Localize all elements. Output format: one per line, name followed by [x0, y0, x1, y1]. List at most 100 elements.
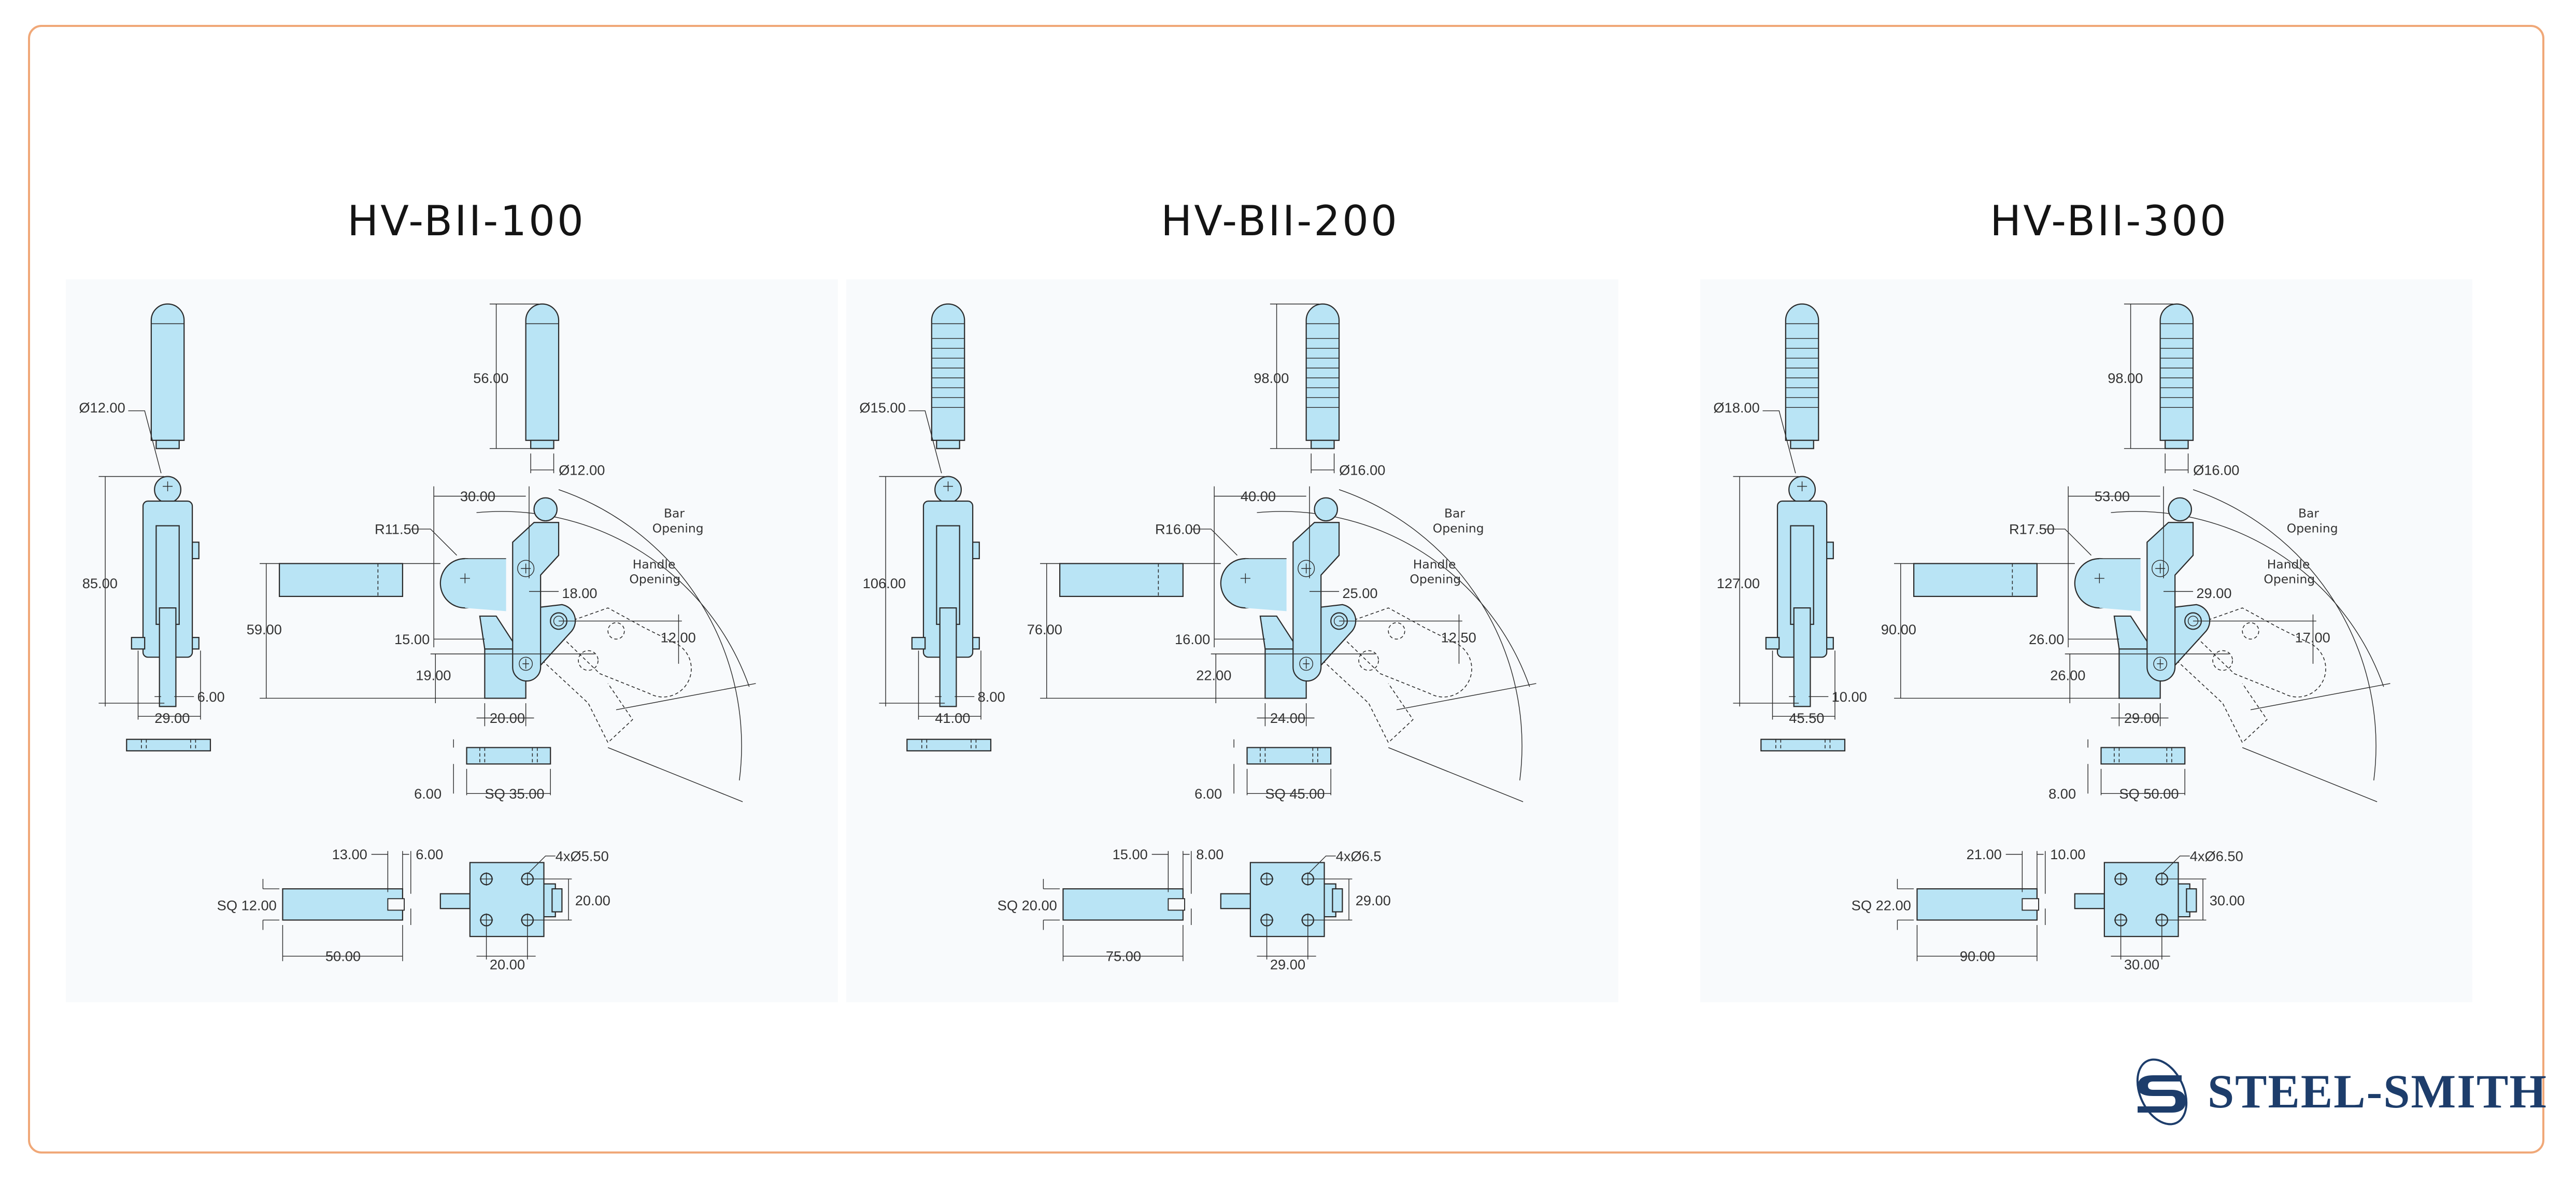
bar-slot-width-label: 8.00: [1196, 846, 1223, 862]
handle-front-view: [1785, 303, 1819, 449]
bar-size-label: SQ 12.00: [217, 897, 277, 913]
hole-spacing-vertical-label: 29.00: [1356, 892, 1391, 908]
hole-spacing-vertical-label: 30.00: [2210, 892, 2245, 908]
base-width-label: 20.00: [490, 710, 525, 726]
base-plate-top-view: [439, 856, 572, 960]
overall-height-label: 90.00: [1881, 621, 1916, 637]
lower-offset-label: 15.00: [394, 631, 430, 647]
bar-slot-depth-label: 13.00: [332, 846, 367, 862]
bar-length-label: 75.00: [1106, 948, 1141, 964]
handle-length-label: 56.00: [473, 370, 508, 386]
overall-height-label: 59.00: [247, 621, 282, 637]
technical-drawing: Ø15.00 106.00 8.00 41.00 98.00 Ø16.00: [846, 279, 1618, 1002]
handle-diameter-label: Ø16.00: [1339, 462, 1385, 478]
logo-emblem-icon: [2136, 1058, 2188, 1126]
bar-size-label: SQ 20.00: [998, 897, 1057, 913]
stem-width-label: 8.00: [978, 689, 1005, 705]
bolt-offset-label: 17.00: [2295, 630, 2330, 646]
arm-offset-label: 29.00: [2196, 585, 2231, 601]
drawing-panel-hv-bii-300: Ø18.00 127.00 10.00 45.50 98.00 Ø16.00: [1700, 279, 2472, 1002]
base-height-label: 22.00: [1196, 667, 1231, 684]
model-title-3: HV-BII-300: [1990, 197, 2228, 245]
mounting-holes: [479, 872, 534, 927]
plate-size-label: SQ 50.00: [2119, 786, 2179, 802]
pivot-offset-label: 53.00: [2095, 488, 2130, 504]
base-height-label: 19.00: [416, 667, 451, 684]
clamp-side-view: [98, 410, 211, 752]
side-width-label: 29.00: [154, 710, 190, 726]
technical-drawing: Ø18.00 127.00 10.00 45.50 98.00 Ø16.00: [1700, 279, 2472, 1002]
bar-detail: [262, 851, 411, 961]
height-label: 85.00: [82, 575, 118, 591]
pivot-offset-label: 30.00: [460, 488, 495, 504]
model-title-1: HV-BII-100: [347, 197, 586, 245]
handle-side-view: [2124, 303, 2194, 474]
handle-length-label: 98.00: [2108, 370, 2143, 386]
lower-offset-label: 16.00: [1175, 631, 1210, 647]
stem-width-label: 10.00: [1832, 689, 1867, 705]
pivot-offset-label: 40.00: [1241, 488, 1276, 504]
drawing-panel-hv-bii-100: Ø12.00 85.00 6.00 29.00 56.00 Ø12.00: [66, 279, 838, 1002]
stem-width-label: 6.00: [197, 689, 225, 705]
bolt-offset-label: 12.00: [661, 630, 696, 646]
base-plate-top-view: [2074, 856, 2207, 960]
handle-front-view: [931, 303, 965, 449]
height-label: 106.00: [863, 575, 906, 591]
base-width-label: 29.00: [2124, 710, 2159, 726]
bar-slot-depth-label: 15.00: [1113, 846, 1148, 862]
bar-size-label: SQ 22.00: [1852, 897, 1911, 913]
height-label: 127.00: [1717, 575, 1760, 591]
knob-diameter-label: Ø18.00: [1713, 400, 1759, 416]
lower-offset-label: 26.00: [2029, 631, 2064, 647]
handle-length-label: 98.00: [1254, 370, 1289, 386]
base-plate-top-view: [1220, 856, 1353, 960]
drawing-panel-hv-bii-200: Ø15.00 106.00 8.00 41.00 98.00 Ø16.00: [846, 279, 1618, 1002]
base-height-label: 26.00: [2050, 667, 2085, 684]
radius-label: R16.00: [1155, 521, 1201, 537]
radius-label: R17.50: [2009, 521, 2055, 537]
handle-front-view: [150, 303, 185, 449]
base-width-label: 24.00: [1270, 710, 1305, 726]
bar-slot-width-label: 10.00: [2050, 846, 2085, 862]
hole-spacing-horizontal-label: 30.00: [2124, 957, 2159, 973]
clamp-side-view: [879, 410, 992, 752]
hole-spacing-horizontal-label: 20.00: [490, 957, 525, 973]
bar-detail: [1043, 851, 1192, 961]
hole-spec-label: 4xØ5.50: [556, 848, 609, 864]
overall-height-label: 76.00: [1027, 621, 1062, 637]
handle-diameter-label: Ø16.00: [2193, 462, 2239, 478]
handle-side-view: [1270, 303, 1340, 474]
clamp-elevation: [1040, 486, 1536, 802]
plate-thickness-label: 6.00: [414, 786, 442, 802]
bar-length-label: 50.00: [325, 948, 361, 964]
clamp-side-view: [1733, 410, 1846, 752]
bar-detail: [1897, 851, 2046, 961]
bolt-offset-label: 12.50: [1441, 630, 1476, 646]
plate-thickness-label: 8.00: [2048, 786, 2076, 802]
steel-smith-logo: STEEL-SMITH: [2125, 1055, 2546, 1127]
plate-size-label: SQ 35.00: [485, 786, 544, 802]
arm-offset-label: 25.00: [1342, 585, 1377, 601]
technical-drawing: Ø12.00 85.00 6.00 29.00 56.00 Ø12.00: [66, 279, 838, 1002]
page-frame: [28, 25, 2544, 1154]
arm-offset-label: 18.00: [562, 585, 597, 601]
handle-diameter-label: Ø12.00: [559, 462, 605, 478]
side-width-label: 45.50: [1789, 710, 1824, 726]
radius-label: R11.50: [375, 521, 419, 537]
bar-slot-width-label: 6.00: [416, 846, 443, 862]
plate-thickness-label: 6.00: [1194, 786, 1222, 802]
hole-spec-label: 4xØ6.50: [2190, 848, 2243, 864]
hole-spacing-vertical-label: 20.00: [575, 892, 610, 908]
brand-name: STEEL-SMITH: [2208, 1065, 2547, 1118]
clamp-elevation: [1894, 486, 2390, 802]
bar-slot-depth-label: 21.00: [1967, 846, 2002, 862]
knob-diameter-label: Ø15.00: [859, 400, 905, 416]
hole-spec-label: 4xØ6.5: [1336, 848, 1382, 864]
side-width-label: 41.00: [935, 710, 970, 726]
